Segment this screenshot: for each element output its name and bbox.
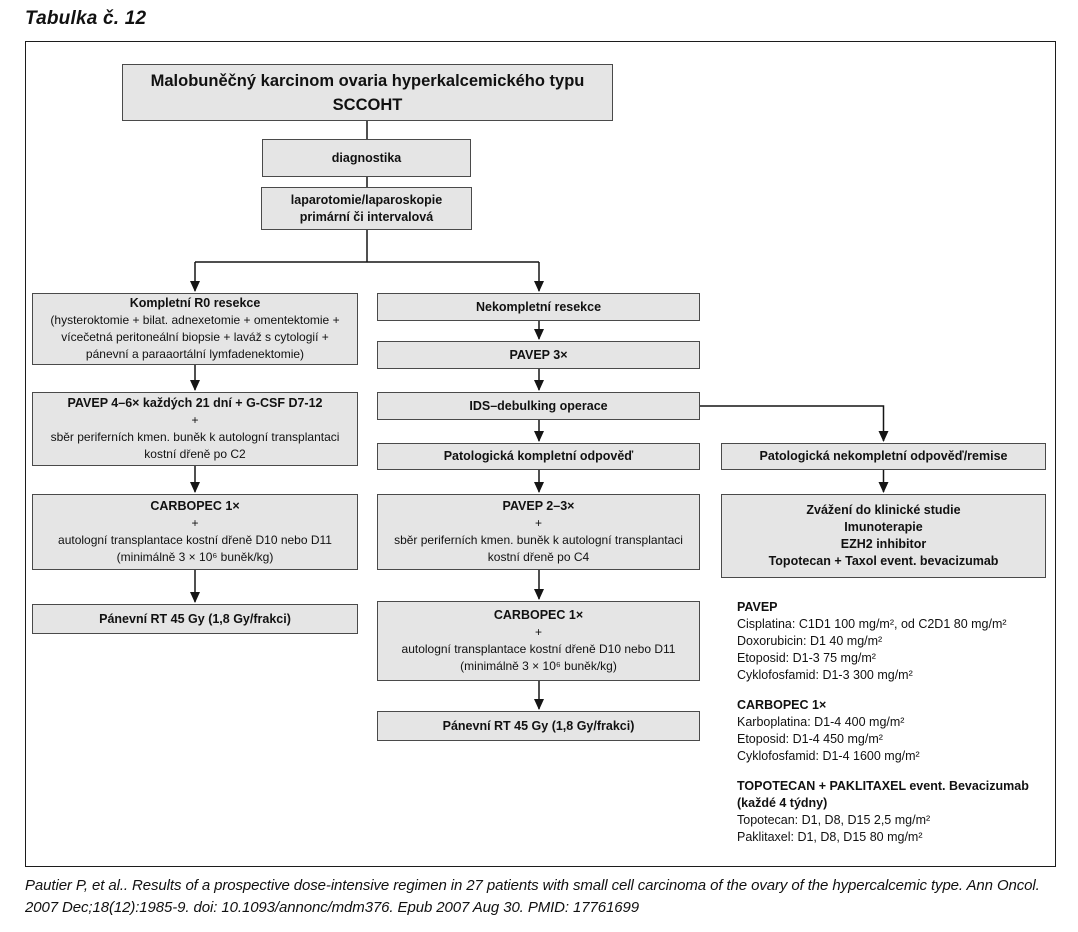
node-title: IDS–debulking operace — [469, 398, 608, 413]
node-body: (hysteroktomie + bilat. adnexetomie + om… — [50, 313, 340, 361]
node-pavep-2-3: PAVEP 2–3× + sběr periferních kmen. buně… — [377, 494, 700, 570]
node-ids-debulking: IDS–debulking operace — [377, 392, 700, 420]
node-title: Patologická kompletní odpověď — [443, 449, 634, 463]
node-title: Nekompletní resekce — [475, 299, 602, 314]
node-pelvic-rt-mid: Pánevní RT 45 Gy (1,8 Gy/frakci) — [377, 711, 700, 741]
node-pavep-4-6: PAVEP 4–6× každých 21 dní + G-CSF D7-12 … — [32, 392, 358, 466]
node-body: + sběr periferních kmen. buněk k autolog… — [394, 516, 683, 564]
node-body: + autologní transplantace kostní dřeně D… — [58, 516, 332, 564]
node-pathologic-incomplete-response: Patologická nekompletní odpověď/remise — [721, 443, 1046, 470]
node-title: diagnostika — [331, 150, 402, 165]
node-incomplete-resection: Nekompletní resekce — [377, 293, 700, 321]
legend-line: Topotecan: D1, D8, D15 2,5 mg/m² — [737, 813, 931, 827]
legend-line: Cisplatina: C1D1 100 mg/m², od C2D1 80 m… — [737, 617, 1007, 631]
legend-line: Etoposid: D1-3 75 mg/m² — [737, 651, 876, 665]
node-title: Kompletní R0 resekce — [129, 296, 261, 310]
node-complete-r0-resection: Kompletní R0 resekce (hysteroktomie + bi… — [32, 293, 358, 365]
node-title: Pánevní RT 45 Gy (1,8 Gy/frakci) — [442, 718, 635, 733]
node-body: + sběr periferních kmen. buněk k autolog… — [50, 413, 340, 461]
node-body: + autologní transplantace kostní dřeně D… — [401, 625, 676, 673]
node-title: PAVEP 2–3× — [502, 499, 575, 513]
legend-line: Karboplatina: D1-4 400 mg/m² — [737, 715, 905, 729]
node-clinical-trial-options: Zvážení do klinické studie Imunoterapie … — [721, 494, 1046, 578]
legend-line: Etoposid: D1-4 450 mg/m² — [737, 732, 883, 746]
node-title: laparotomie/laparoskopie primární či int… — [290, 192, 443, 224]
legend-line: Cyklofosfamid: D1-3 300 mg/m² — [737, 668, 913, 682]
node-pelvic-rt-left: Pánevní RT 45 Gy (1,8 Gy/frakci) — [32, 604, 358, 634]
node-title: Zvážení do klinické studie Imunoterapie … — [768, 503, 999, 568]
legend-header: CARBOPEC 1× — [737, 698, 827, 712]
legend-section-topotecan-paklitaxel: TOPOTECAN + PAKLITAXEL event. Bevacizuma… — [737, 778, 1049, 846]
node-pavep-3x: PAVEP 3× — [377, 341, 700, 369]
node-title: PAVEP 3× — [509, 347, 568, 362]
node-title: Malobuněčný karcinom ovaria hyperkalcemi… — [150, 71, 585, 114]
node-title: PAVEP 4–6× každých 21 dní + G-CSF D7-12 — [67, 396, 323, 410]
legend-section-pavep: PAVEP Cisplatina: C1D1 100 mg/m², od C2D… — [737, 599, 1049, 684]
arrow-ids-to-incomplete-response — [700, 405, 889, 442]
node-carbopec-left: CARBOPEC 1× + autologní transplantace ko… — [32, 494, 358, 570]
legend-header: TOPOTECAN + PAKLITAXEL event. Bevacizuma… — [737, 779, 1029, 810]
legend-line: Doxorubicin: D1 40 mg/m² — [737, 634, 883, 648]
node-title: CARBOPEC 1× — [150, 499, 240, 513]
node-title: Pánevní RT 45 Gy (1,8 Gy/frakci) — [99, 611, 291, 626]
node-laparotomy: laparotomie/laparoskopie primární či int… — [261, 187, 472, 230]
node-carbopec-mid: CARBOPEC 1× + autologní transplantace ko… — [377, 601, 700, 681]
regimen-legend: PAVEP Cisplatina: C1D1 100 mg/m², od C2D… — [737, 599, 1049, 859]
node-title: Patologická nekompletní odpověď/remise — [759, 449, 1008, 463]
legend-line: Paklitaxel: D1, D8, D15 80 mg/m² — [737, 830, 923, 844]
node-diagnostics: diagnostika — [262, 139, 471, 177]
node-sccoht-root: Malobuněčný karcinom ovaria hyperkalcemi… — [122, 64, 613, 121]
legend-section-carbopec: CARBOPEC 1× Karboplatina: D1-4 400 mg/m²… — [737, 697, 1049, 765]
citation-text: Pautier P, et al.. Results of a prospect… — [25, 877, 1040, 916]
node-title: CARBOPEC 1× — [493, 608, 584, 622]
node-pathologic-complete-response: Patologická kompletní odpověď — [377, 443, 700, 470]
legend-header: PAVEP — [737, 600, 778, 614]
page-title: Tabulka č. 12 — [25, 8, 147, 29]
legend-line: Cyklofosfamid: D1-4 1600 mg/m² — [737, 749, 920, 763]
